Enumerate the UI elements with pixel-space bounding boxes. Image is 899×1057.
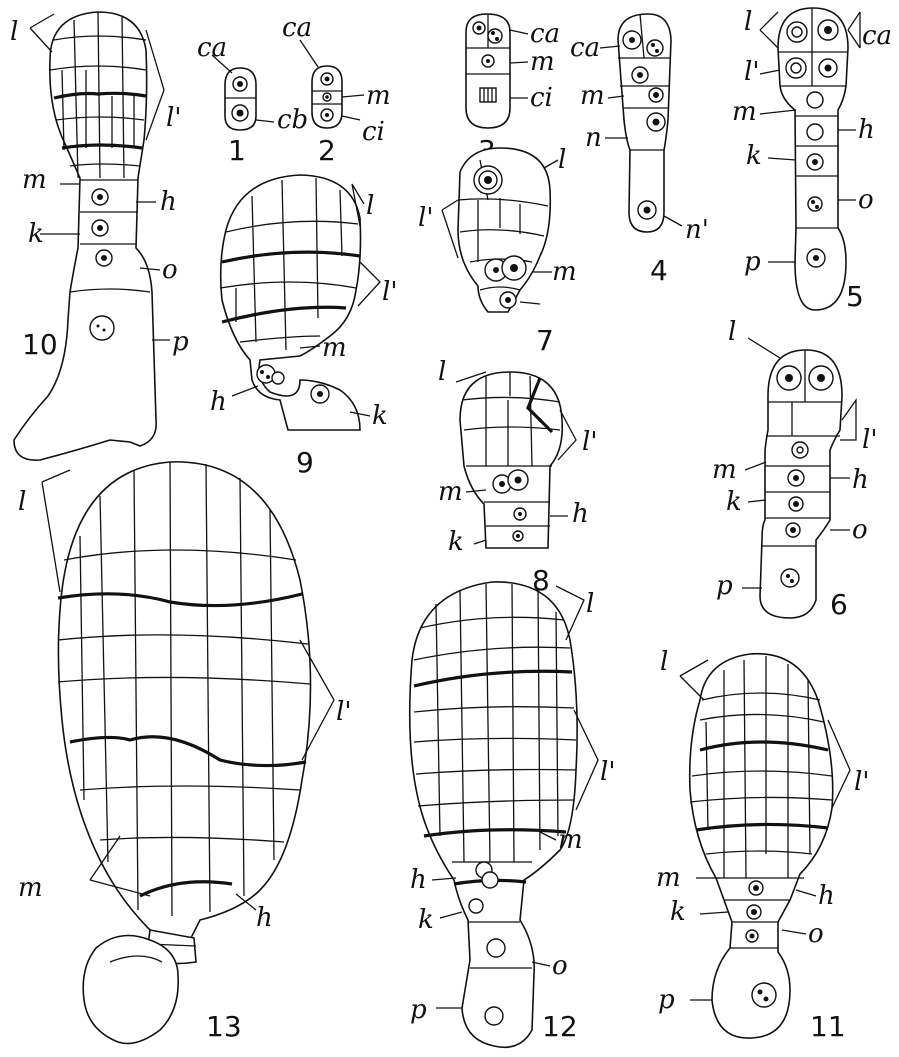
fig11-label-l-prime: l' — [854, 767, 869, 797]
fig10-number: 10 — [22, 328, 58, 361]
fig12-label-m: m — [558, 825, 583, 855]
figure-9: l l' m h k 9 — [210, 175, 397, 479]
fig12-label-o: o — [552, 951, 568, 981]
fig7-label-m: m — [552, 257, 577, 287]
fig10-label-l-prime: l' — [166, 103, 181, 133]
fig12-label-k: k — [418, 905, 434, 935]
figure-10: l l' m h k o p 10 — [10, 12, 189, 460]
fig8-label-l-prime: l' — [582, 427, 597, 457]
fig3-label-m: m — [530, 47, 555, 77]
fig5-label-m: m — [732, 97, 757, 127]
fig9-label-l-prime: l' — [382, 277, 397, 307]
fig9-label-l: l — [366, 191, 374, 221]
fig1-label-cb: cb — [277, 105, 308, 135]
fig13-label-h: h — [256, 903, 273, 933]
fig10-label-k: k — [28, 219, 44, 249]
fig5-label-l: l — [744, 7, 752, 37]
fig6-label-h: h — [852, 465, 869, 495]
fig4-label-ca: ca — [570, 33, 600, 63]
fig5-label-ca: ca — [862, 21, 892, 51]
fig6-label-k: k — [726, 487, 742, 517]
fig10-label-h: h — [160, 187, 177, 217]
fig13-label-l-prime: l' — [336, 697, 351, 727]
figure-3: ca m ci 3 — [466, 14, 560, 167]
fig2-label-ca: ca — [282, 13, 312, 43]
figure-2: ca m ci 2 — [282, 13, 391, 167]
fig12-label-h: h — [410, 865, 427, 895]
fig11-label-m: m — [656, 863, 681, 893]
fig13-label-m: m — [18, 873, 43, 903]
fig6-label-p: p — [716, 571, 733, 601]
fig6-label-o: o — [852, 515, 868, 545]
fig5-label-h: h — [858, 115, 875, 145]
fig6-label-l-prime: l' — [862, 425, 877, 455]
fig7-label-l: l — [558, 145, 566, 175]
fig7-label-l-prime: l' — [418, 203, 433, 233]
figure-6: l l' m h k o p 6 — [712, 317, 877, 621]
fig10-label-m: m — [22, 165, 47, 195]
fig13-label-l: l — [18, 487, 26, 517]
fig5-label-p: p — [744, 247, 761, 277]
figure-7: l l' m 7 — [418, 145, 577, 357]
figure-11: l l' m h k o p 11 — [656, 647, 869, 1043]
fig8-label-h: h — [572, 499, 589, 529]
fig8-label-m: m — [438, 477, 463, 507]
fig11-number: 11 — [810, 1010, 846, 1043]
fig11-label-o: o — [808, 919, 824, 949]
fig11-label-p: p — [658, 985, 675, 1015]
fig3-label-ci: ci — [530, 83, 553, 113]
fig10-label-p: p — [172, 327, 189, 357]
fig8-label-k: k — [448, 527, 464, 557]
fig11-embryo-outline — [690, 654, 833, 1038]
figure-1: ca cb 1 — [197, 33, 308, 167]
fig12-label-l: l — [586, 589, 594, 619]
fig9-label-h: h — [210, 387, 227, 417]
fig11-label-l: l — [660, 647, 668, 677]
fig9-label-k: k — [372, 401, 388, 431]
fig4-label-m: m — [580, 81, 605, 111]
fig10-label-l: l — [10, 17, 18, 47]
fig6-label-l: l — [728, 317, 736, 347]
figure-13: l l' m h 13 — [18, 462, 351, 1044]
fig12-label-p: p — [410, 995, 427, 1025]
fig9-label-m: m — [322, 333, 347, 363]
fig13-basal-cell — [83, 936, 178, 1044]
fig11-label-h: h — [818, 881, 835, 911]
figure-8: l l' m h k 8 — [438, 357, 597, 597]
fig9-number: 9 — [296, 446, 314, 479]
fig7-number: 7 — [536, 324, 554, 357]
figure-5: l l' ca m h k o p 5 — [732, 7, 892, 313]
fig8-label-l: l — [438, 357, 446, 387]
fig5-label-o: o — [858, 185, 874, 215]
figure-4: ca m n n' 4 — [570, 14, 709, 287]
fig13-number: 13 — [206, 1010, 242, 1043]
fig4-number: 4 — [650, 254, 668, 287]
fig4-label-n-prime: n' — [685, 215, 709, 245]
fig5-label-l-prime: l' — [744, 57, 759, 87]
fig5-number: 5 — [846, 280, 864, 313]
fig6-label-m: m — [712, 455, 737, 485]
fig3-label-ca: ca — [530, 19, 560, 49]
fig11-label-k: k — [670, 897, 686, 927]
fig1-label-ca: ca — [197, 33, 227, 63]
fig4-label-n: n — [585, 123, 602, 153]
fig12-label-l-prime: l' — [600, 757, 615, 787]
fig2-label-ci: ci — [362, 117, 385, 147]
fig6-number: 6 — [830, 588, 848, 621]
fig12-number: 12 — [542, 1010, 578, 1043]
fig5-label-k: k — [746, 141, 762, 171]
fig2-label-m: m — [366, 81, 391, 111]
fig2-number: 2 — [318, 134, 336, 167]
figure-12: l l' m h k o p 12 — [410, 582, 616, 1047]
fig10-label-o: o — [162, 255, 178, 285]
fig1-number: 1 — [228, 134, 246, 167]
